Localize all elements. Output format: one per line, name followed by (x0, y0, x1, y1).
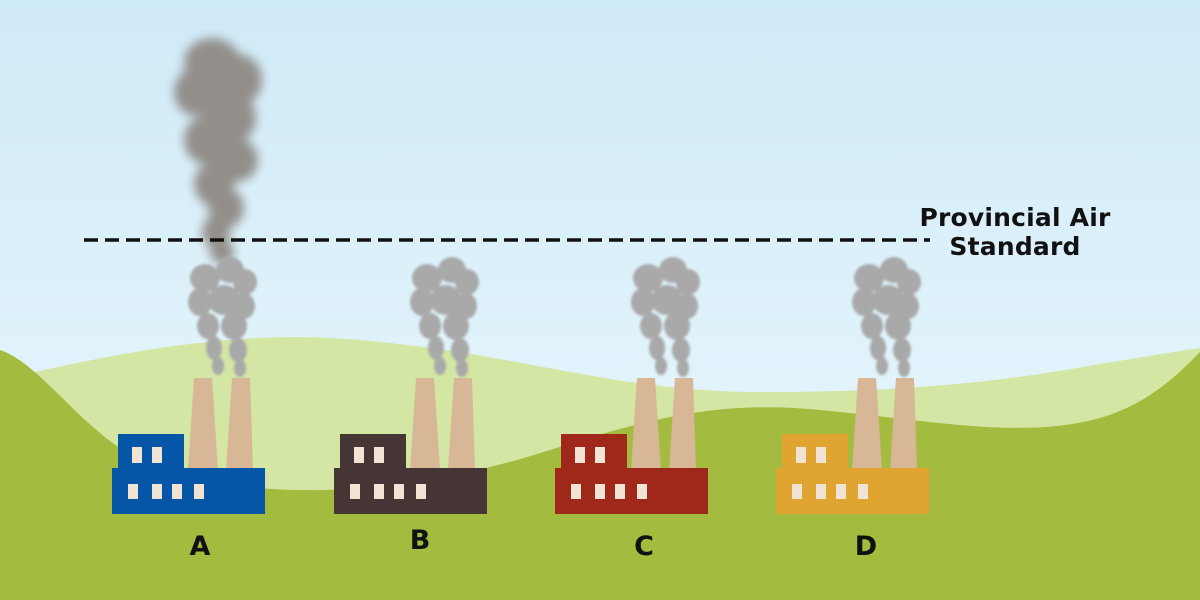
factory-d-window (792, 484, 802, 499)
factory-c-window (575, 447, 585, 463)
factory-d-smoke (852, 257, 921, 377)
factory-c-window (595, 447, 605, 463)
provincial-air-standard-label: Provincial Air Standard (900, 203, 1130, 261)
factory-d-window (816, 447, 826, 463)
factory-b-window (416, 484, 426, 499)
factory-d-label: D (854, 531, 878, 562)
factory-d (776, 257, 929, 514)
factory-b-chimney-left (410, 378, 440, 470)
standard-label-line-2: Standard (949, 232, 1081, 261)
standard-label-line-1: Provincial Air (919, 203, 1111, 232)
factory-a-window (194, 484, 204, 499)
factory-c-smoke (631, 257, 700, 377)
factory-b-chimney-right (448, 378, 475, 470)
factory-b-window (394, 484, 404, 499)
factory-a-chimney-left (188, 378, 218, 470)
factory-a-upper-block (118, 434, 184, 470)
factory-b-label: B (409, 525, 431, 556)
factory-c (555, 257, 708, 514)
factory-b-upper-block (340, 434, 406, 470)
factory-b-smoke (410, 257, 479, 377)
factory-a (112, 257, 265, 514)
factory-a-tall-smoke-plume (174, 38, 262, 264)
factory-d-chimney-left (852, 378, 882, 470)
factory-a-label: A (189, 531, 211, 562)
factory-a-window (172, 484, 182, 499)
factory-a-smoke (188, 257, 257, 377)
factory-c-window (571, 484, 581, 499)
factory-c-label: C (634, 531, 654, 562)
factory-d-window (858, 484, 868, 499)
factory-a-chimney-right (226, 378, 253, 470)
factory-d-upper-block (782, 434, 848, 470)
factory-c-upper-block (561, 434, 627, 470)
factory-c-window (615, 484, 625, 499)
factory-c-window (595, 484, 605, 499)
factory-b (334, 257, 487, 514)
factory-a-window (132, 447, 142, 463)
factory-c-chimney-right (669, 378, 696, 470)
factory-b-window (350, 484, 360, 499)
factory-b-window (354, 447, 364, 463)
factory-c-chimney-left (631, 378, 661, 470)
factory-c-window (637, 484, 647, 499)
factory-a-window (152, 484, 162, 499)
factory-a-window (128, 484, 138, 499)
factory-a-window (152, 447, 162, 463)
factory-b-window (374, 484, 384, 499)
factory-d-window (796, 447, 806, 463)
factory-d-chimney-right (890, 378, 917, 470)
factory-d-window (836, 484, 846, 499)
factory-d-window (816, 484, 826, 499)
factory-b-window (374, 447, 384, 463)
